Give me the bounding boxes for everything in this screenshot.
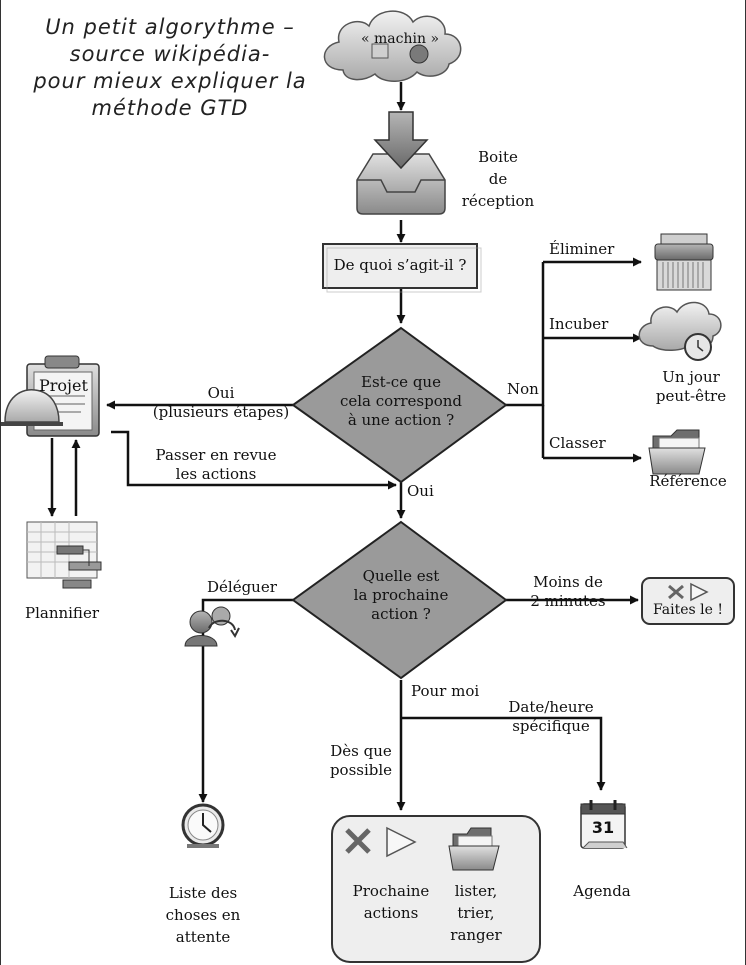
outcome-lister-label: lister, trier, ranger	[441, 880, 511, 946]
title-line-2: source wikipédia-	[69, 42, 271, 66]
decision-diamond-action	[291, 326, 508, 484]
oui-projet-line-2: (plusieurs étapes)	[152, 403, 290, 421]
calendar-day-number: 31	[591, 818, 615, 837]
cloud-icon	[323, 10, 462, 82]
outcome-projet-label: Projet	[39, 376, 88, 395]
un-jour-line-2: peut-être	[655, 387, 727, 405]
question-box	[322, 243, 478, 289]
gantt-chart-icon	[26, 521, 102, 589]
branch-pour-moi-label: Pour moi	[411, 682, 480, 700]
outcome-reference-label: Référence	[649, 472, 727, 490]
clock-icon	[181, 803, 225, 848]
outcome-agenda-label: Agenda	[573, 882, 631, 900]
next-actions-box	[331, 815, 541, 963]
branch-des-que-label: Dès que possible	[323, 742, 399, 780]
un-jour-line-1: Un jour	[662, 368, 720, 386]
inbox-label-line-2: de	[488, 170, 508, 188]
diamond2-line-2: la prochaine	[353, 586, 449, 604]
outcome-un-jour-label: Un jour peut-être	[641, 368, 741, 406]
attente-line-1: Liste des	[168, 884, 238, 902]
branch-eliminer-label: Éliminer	[549, 240, 615, 258]
prochaine-line-1: Prochaine	[352, 882, 430, 900]
calendar-icon	[580, 800, 628, 849]
branch-oui-projet-label: Oui (plusieurs étapes)	[151, 384, 291, 422]
delegate-people-icon	[184, 606, 240, 647]
someday-cloud-icon	[638, 301, 722, 361]
prochaine-line-2: actions	[363, 904, 419, 922]
diamond2-line-1: Quelle est	[362, 567, 440, 585]
attente-line-2: choses en	[165, 906, 241, 924]
des-que-line-1: Dès que	[330, 742, 392, 760]
branch-oui-label: Oui	[407, 482, 434, 500]
outcome-faites-label: Faites le !	[653, 602, 723, 618]
diamond1-label: Est-ce que cela correspond à une action …	[311, 373, 491, 430]
moins-line-2: 2 minutes	[530, 592, 606, 610]
lister-line-1: lister,	[454, 882, 498, 900]
branch-date-label: Date/heure spécifique	[501, 698, 601, 736]
inbox-label-line-1: Boite	[478, 148, 518, 166]
inbox-tray-icon	[356, 111, 446, 215]
title-line-1: Un petit algorythme –	[45, 15, 295, 39]
des-que-line-2: possible	[329, 761, 393, 779]
branch-incuber-label: Incuber	[549, 315, 609, 333]
branch-non-label: Non	[507, 380, 539, 398]
outcome-prochaine-label: Prochaine actions	[339, 880, 443, 924]
branch-classer-label: Classer	[549, 434, 606, 452]
diamond1-line-3: à une action ?	[347, 411, 455, 429]
lister-line-3: ranger	[450, 926, 502, 944]
moins-line-1: Moins de	[533, 573, 603, 591]
date-line-1: Date/heure	[508, 698, 594, 716]
reference-folder-icon	[648, 429, 706, 475]
date-line-2: spécifique	[512, 717, 590, 735]
inbox-label-line-3: réception	[461, 192, 535, 210]
line-deleguer	[198, 598, 293, 803]
lister-line-2: trier,	[457, 904, 495, 922]
branch-moins-label: Moins de 2 minutes	[523, 573, 613, 611]
title-line-3: pour mieux expliquer la	[33, 69, 307, 93]
revue-line-1: Passer en revue	[155, 446, 277, 464]
cloud-label: « machin »	[361, 31, 440, 47]
diamond1-line-2: cela correspond	[339, 392, 463, 410]
project-clipboard-icon	[1, 355, 100, 437]
diagram-title: Un petit algorythme – source wikipédia- …	[9, 14, 331, 122]
diamond2-label: Quelle est la prochaine action ?	[311, 567, 491, 624]
oui-projet-line-1: Oui	[207, 384, 235, 402]
branch-revue-label: Passer en revue les actions	[151, 446, 281, 484]
arrow-revue	[111, 430, 397, 490]
diamond2-line-3: action ?	[371, 605, 431, 623]
shredder-icon	[654, 233, 714, 291]
question-box-label: De quoi s’agit-il ?	[333, 256, 467, 274]
line-date	[401, 716, 606, 791]
revue-line-2: les actions	[175, 465, 257, 483]
outcome-plannifier-label: Plannifier	[24, 604, 99, 622]
do-it-box	[641, 577, 735, 625]
attente-line-3: attente	[175, 928, 231, 946]
diamond1-line-1: Est-ce que	[361, 373, 441, 391]
inbox-label: Boite de réception	[453, 146, 543, 212]
outcome-attente-label: Liste des choses en attente	[153, 882, 253, 948]
branch-deleguer-label: Déléguer	[207, 578, 277, 596]
title-line-4: méthode GTD	[91, 96, 249, 120]
decision-diamond-next-action	[291, 520, 508, 680]
